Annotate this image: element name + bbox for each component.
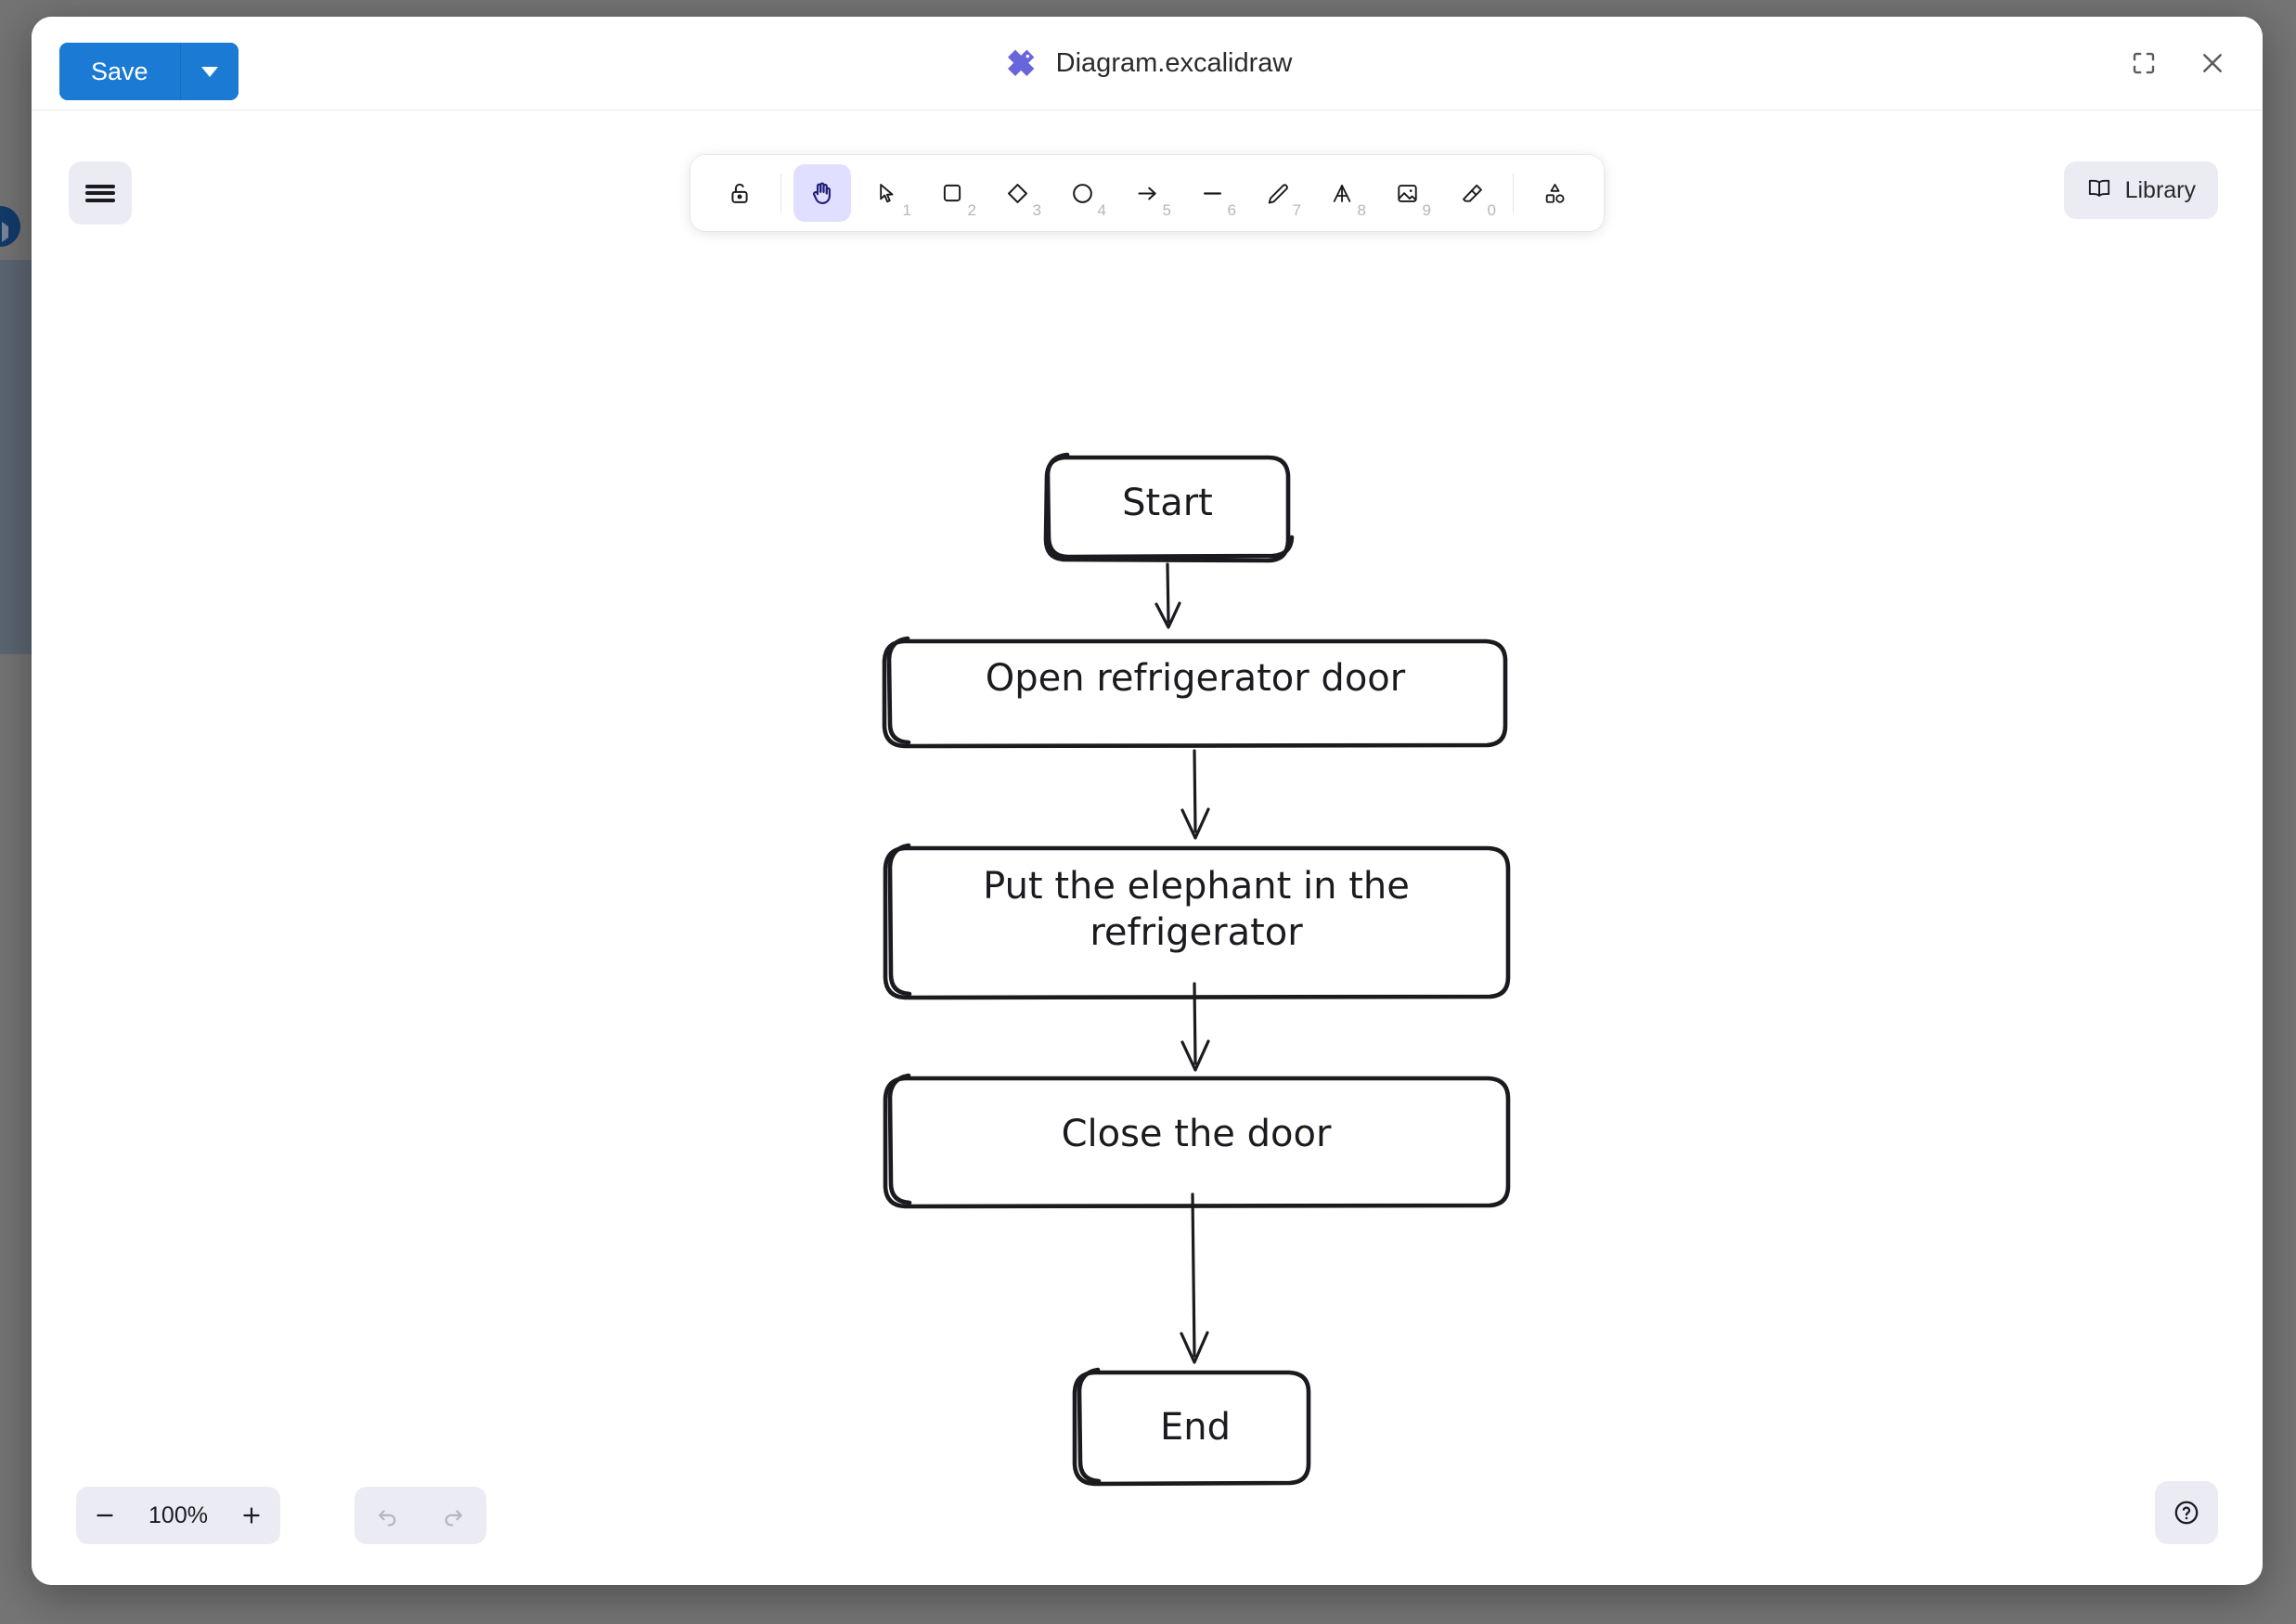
flow-node-close[interactable]: Close the door [883,1073,1511,1209]
save-split-button[interactable]: Save [59,43,239,100]
flow-node-end-label: End [1160,1406,1231,1449]
tool-line-icon[interactable]: 6 [1183,164,1241,222]
library-button[interactable]: Library [2063,161,2218,219]
tool-shortcut: 9 [1422,201,1431,219]
help-button[interactable] [2155,1481,2218,1544]
close-icon[interactable] [2192,43,2233,84]
menu-bar [85,184,115,188]
zoom-in-button[interactable] [223,1487,280,1544]
tool-arrow-icon[interactable]: 5 [1118,164,1176,222]
flow-edge-start-open [1154,562,1181,629]
flow-node-start[interactable]: Start [1043,452,1295,563]
excalidraw-logo-icon [1002,45,1039,82]
tool-lock-icon[interactable] [711,164,768,222]
flow-node-open-label: Open refrigerator door [986,657,1406,700]
redo-button[interactable] [428,1489,480,1541]
flow-node-close-label: Close the door [1062,1113,1332,1155]
flow-node-put-label-line2: refrigerator [1090,911,1303,954]
toolbar-divider [780,174,781,213]
tool-shortcut: 8 [1357,201,1366,219]
tool-shortcut: 4 [1097,201,1106,219]
tool-island: 1 2 3 4 [690,155,1604,231]
flow-node-open[interactable]: Open refrigerator door [882,636,1508,749]
menu-bar [85,191,115,195]
tool-draw-icon[interactable]: 7 [1248,164,1306,222]
tool-more-shapes-icon[interactable] [1526,164,1583,222]
page-title: Diagram.excalidraw [1055,47,1293,78]
tool-shortcut: 2 [967,201,976,219]
zoom-control-group: 100% [76,1487,280,1544]
tool-eraser-icon[interactable]: 0 [1443,164,1501,222]
menu-bar [85,198,115,202]
flow-edge-put-close [1180,982,1210,1072]
book-icon [2086,175,2112,206]
zoom-out-button[interactable] [76,1487,134,1544]
tool-image-icon[interactable]: 9 [1378,164,1436,222]
backdrop-play-icon [2,222,19,242]
flow-node-put[interactable]: Put the elephant in the refrigerator [883,843,1511,1000]
save-dropdown-button[interactable] [179,43,239,100]
window-titlebar: Save Diagram.excalidraw [32,17,2263,110]
tool-rectangle-icon[interactable]: 2 [923,164,981,222]
flow-node-put-label-line1: Put the elephant in the [983,865,1410,908]
library-label: Library [2124,176,2196,203]
tool-diamond-icon[interactable]: 3 [988,164,1046,222]
tool-text-icon[interactable]: 8 [1313,164,1371,222]
tool-ellipse-icon[interactable]: 4 [1053,164,1111,222]
history-control-group [355,1487,486,1544]
tool-selection-icon[interactable]: 1 [858,164,916,222]
tool-shortcut: 5 [1162,201,1171,219]
tool-shortcut: 0 [1487,201,1496,219]
chevron-down-icon [200,66,218,77]
fullscreen-icon[interactable] [2123,43,2164,84]
excalidraw-window: Save Diagram.excalidraw [32,17,2263,1585]
tool-hand-icon[interactable] [793,164,851,222]
flow-edge-close-end [1180,1192,1209,1364]
backdrop-panel-divider [0,650,39,654]
window-title-group: Diagram.excalidraw [32,17,2263,110]
flow-node-start-label: Start [1122,482,1213,524]
window-controls [2123,17,2233,110]
hamburger-menu-icon[interactable] [69,161,132,225]
toolbar-divider [1513,174,1514,213]
zoom-level-value[interactable]: 100% [148,1502,208,1528]
tool-shortcut: 6 [1227,201,1236,219]
excalidraw-canvas[interactable]: 1 2 3 4 [32,110,2263,1585]
flowchart-diagram: .hd{fill:none;stroke:#1b1b1f;stroke-widt… [882,452,1511,1487]
tool-shortcut: 3 [1032,201,1041,219]
tool-shortcut: 7 [1292,201,1301,219]
save-button[interactable]: Save [59,43,180,100]
flow-node-end[interactable]: End [1072,1367,1311,1487]
undo-button[interactable] [362,1489,414,1541]
tool-shortcut: 1 [902,201,911,219]
flow-edge-open-put [1180,749,1210,840]
